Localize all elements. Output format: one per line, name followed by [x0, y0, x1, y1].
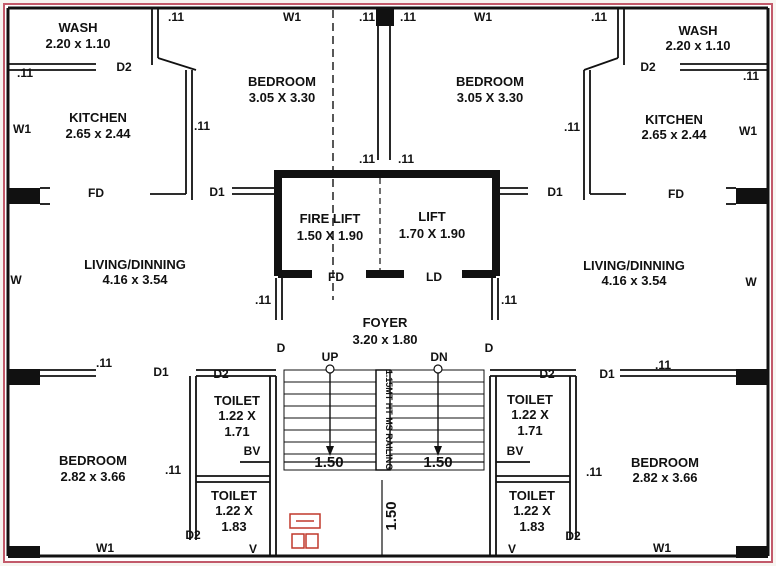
kitchen-right-name: KITCHEN [645, 112, 703, 127]
wash-left-size: 2.20 x 1.10 [45, 36, 110, 51]
wall-mark-8: .11 [564, 120, 580, 134]
toilet-upper-right-name: TOILET [507, 392, 553, 407]
door-d1-bottom-right: D1 [599, 367, 615, 381]
fire-lift-size: 1.50 X 1.90 [297, 228, 364, 243]
interior-walls [8, 8, 768, 556]
door-fd-kitchen-right: FD [668, 187, 684, 201]
stair-railing-note: 1.15MT HT MS RAILING [384, 370, 394, 471]
toilet-upper-left-name: TOILET [214, 393, 260, 408]
toilet-lower-left-name: TOILET [211, 488, 257, 503]
stair-width-left: 1.50 [314, 454, 343, 471]
window-w1-bottom-left: W1 [96, 541, 114, 555]
down-arrow-icon [434, 446, 442, 456]
door-d-foyer-right: D [485, 341, 494, 355]
toilet-lower-left-size1: 1.22 X [215, 503, 253, 518]
wash-right-name: WASH [679, 23, 718, 38]
toilet-lower-right-name: TOILET [509, 488, 555, 503]
door-d2-toilet-right: D2 [539, 367, 555, 381]
lift-core [274, 170, 500, 278]
stair-up-marker [325, 364, 335, 374]
window-w1-bottom-right: W1 [653, 541, 671, 555]
window-w1-top-right: W1 [474, 10, 492, 24]
door-d1-bedroom-left: D1 [209, 185, 225, 199]
wall-mark-16: .11 [586, 465, 602, 479]
window-w1-kitchen-left: W1 [13, 122, 31, 136]
door-d2-bottom-left: D2 [185, 528, 201, 542]
wall-mark-15: .11 [165, 463, 181, 477]
ventilator-v-left: V [249, 542, 257, 556]
wash-left-name: WASH [59, 20, 98, 35]
stair-down-label: DN [430, 350, 447, 364]
door-d1-bedroom-right: D1 [547, 185, 563, 199]
lift-name: LIFT [418, 209, 445, 224]
ventilator-v-right: V [508, 542, 516, 556]
toilet-lower-right-size1: 1.22 X [513, 503, 551, 518]
living-left-name: LIVING/DINNING [84, 257, 186, 272]
door-d-foyer-left: D [277, 341, 286, 355]
living-right-name: LIVING/DINNING [583, 258, 685, 273]
plan-border [3, 3, 773, 563]
fire-lift-name: FIRE LIFT [300, 211, 361, 226]
bedroom-bottom-left-name: BEDROOM [59, 453, 127, 468]
wall-mark-13: .11 [96, 356, 112, 370]
toilet-lower-right-size2: 1.83 [519, 519, 544, 534]
stair-width-right: 1.50 [423, 454, 452, 471]
door-d2-bottom-right: D2 [565, 529, 581, 543]
door-fd-kitchen-left: FD [88, 186, 104, 200]
door-fd-fire-lift: FD [328, 270, 344, 284]
door-d2-toilet-left: D2 [213, 367, 229, 381]
bedroom-bottom-right-size: 2.82 x 3.66 [632, 470, 697, 485]
window-w1-kitchen-right: W1 [739, 124, 757, 138]
living-left-size: 4.16 x 3.54 [102, 272, 168, 287]
wall-mark-14: .11 [655, 358, 671, 372]
door-ld-lift: LD [426, 270, 442, 284]
wash-right-size: 2.20 x 1.10 [665, 38, 730, 53]
bedroom-top-left-name: BEDROOM [248, 74, 316, 89]
foyer-size: 3.20 x 1.80 [352, 332, 417, 347]
toilet-upper-left-size1: 1.22 X [218, 408, 256, 423]
stair-landing-dimension: 1.50 [383, 501, 400, 530]
toilet-upper-right-size1: 1.22 X [511, 407, 549, 422]
window-w1-top-left: W1 [283, 10, 301, 24]
up-arrow-icon [326, 446, 334, 456]
bedroom-bottom-right-name: BEDROOM [631, 455, 699, 470]
window-w-right: W [745, 275, 757, 289]
lift-size: 1.70 X 1.90 [399, 226, 466, 241]
wall-mark-7: .11 [194, 119, 210, 133]
stair-down-marker [433, 364, 443, 374]
toilet-upper-left-size2: 1.71 [224, 424, 249, 439]
kitchen-right-size: 2.65 x 2.44 [641, 127, 707, 142]
fire-equipment-icon [289, 513, 321, 549]
wall-mark-2: .11 [359, 10, 375, 24]
toilet-lower-left-size2: 1.83 [221, 519, 246, 534]
toilet-upper-right-size2: 1.71 [517, 423, 542, 438]
door-d1-bottom-left: D1 [153, 365, 169, 379]
stair-up-label: UP [322, 350, 339, 364]
kitchen-left-name: KITCHEN [69, 110, 127, 125]
wall-mark-9: .11 [359, 152, 375, 166]
wall-mark-5: .11 [17, 66, 33, 80]
wall-mark-1: .11 [168, 10, 184, 24]
bedroom-top-right-name: BEDROOM [456, 74, 524, 89]
wall-mark-10: .11 [398, 152, 414, 166]
wall-mark-4: .11 [591, 10, 607, 24]
wall-mark-12: .11 [501, 293, 517, 307]
living-right-size: 4.16 x 3.54 [601, 273, 667, 288]
foyer-name: FOYER [363, 315, 408, 330]
bedroom-top-left-size: 3.05 X 3.30 [249, 90, 316, 105]
bedroom-top-right-size: 3.05 X 3.30 [457, 90, 524, 105]
window-w-left: W [10, 273, 22, 287]
wall-mark-6: .11 [743, 69, 759, 83]
door-d2-wash-left: D2 [116, 60, 132, 74]
wall-stubs [8, 8, 768, 558]
ventilator-bv-right: BV [507, 444, 524, 458]
kitchen-left-size: 2.65 x 2.44 [65, 126, 131, 141]
wall-mark-11: .11 [255, 293, 271, 307]
wall-mark-3: .11 [400, 10, 416, 24]
door-d2-wash-right: D2 [640, 60, 656, 74]
ventilator-bv-left: BV [244, 444, 261, 458]
bedroom-bottom-left-size: 2.82 x 3.66 [60, 469, 125, 484]
